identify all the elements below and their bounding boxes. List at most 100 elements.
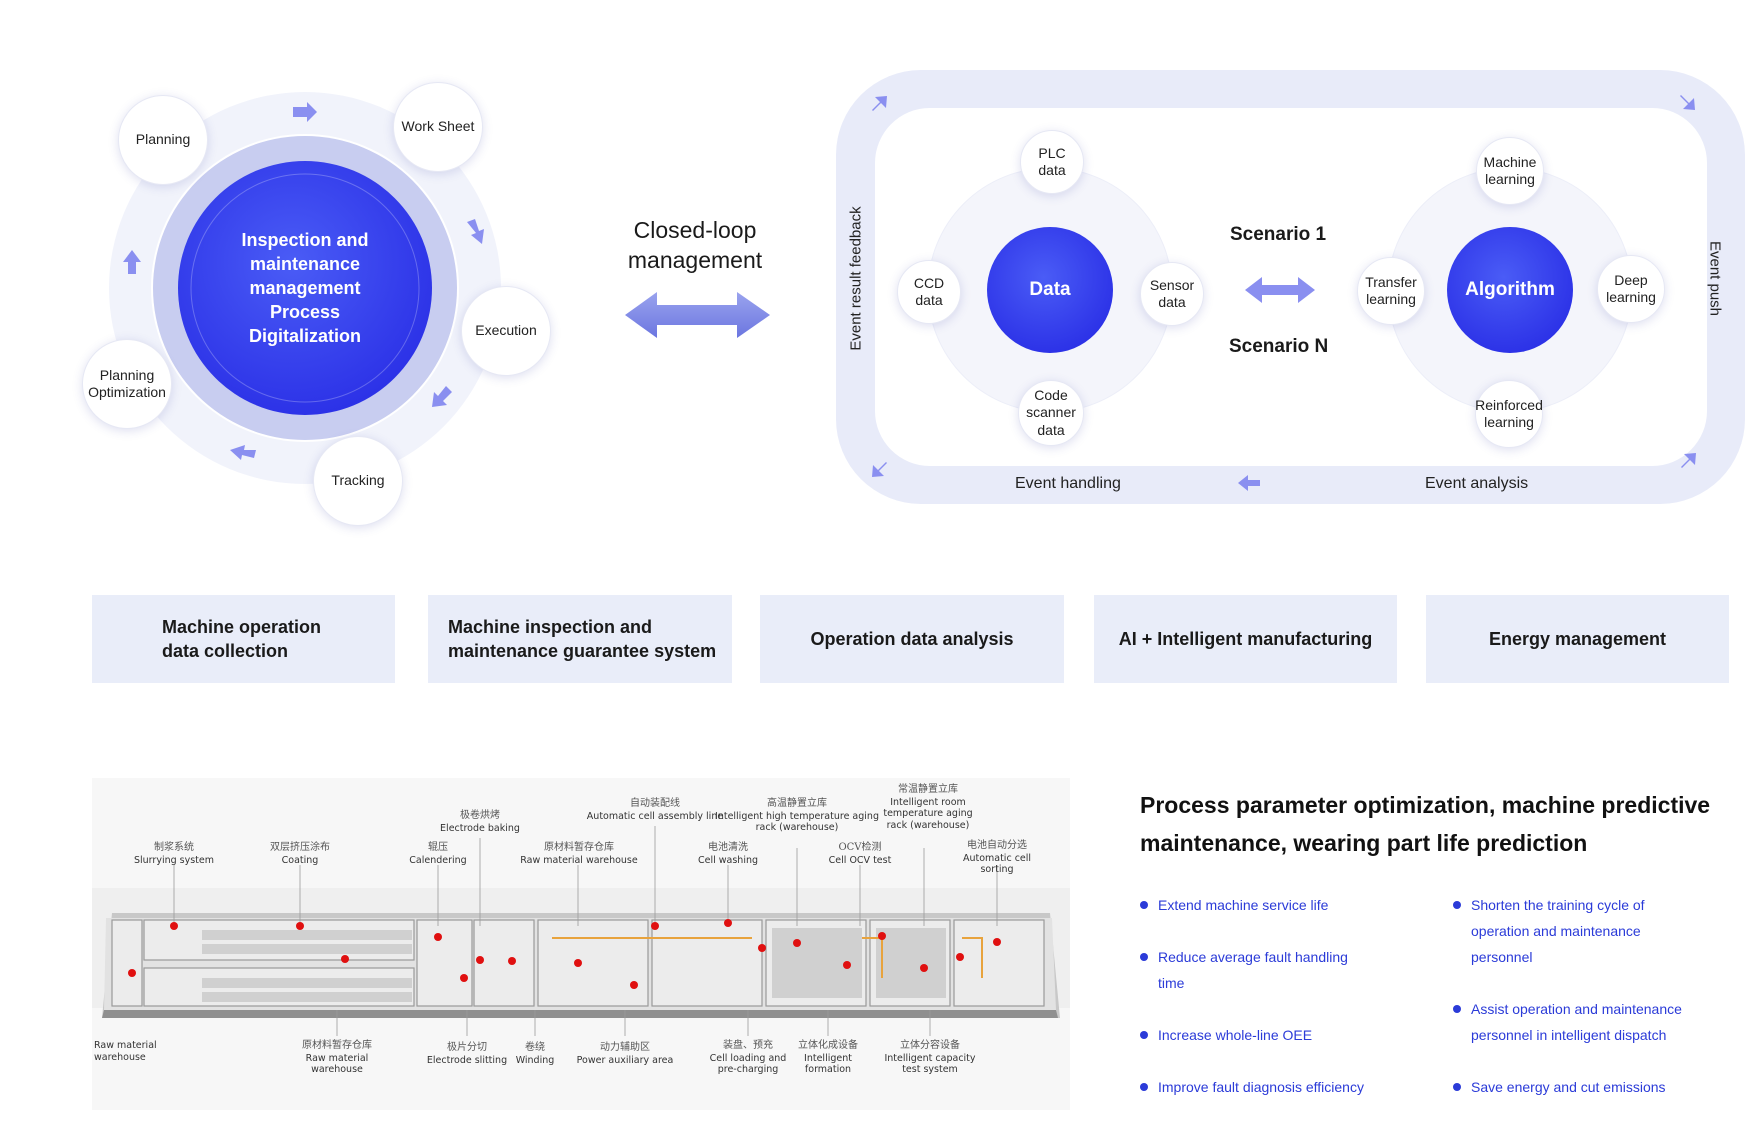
arrow-down-icon: [467, 219, 484, 244]
feature-label: Machine inspection and maintenance guara…: [448, 616, 717, 661]
double-arrow-icon: [625, 292, 770, 338]
label-zh: 常温静置立库: [898, 784, 958, 795]
label-en: Intelligent capacity test system: [884, 1052, 976, 1076]
label-en: Intelligent high temperature aging rack …: [715, 810, 879, 834]
label-en: Power auxiliary area: [576, 1054, 674, 1066]
feature-label: Energy management: [1488, 628, 1667, 649]
label-zh: 制浆系统: [154, 842, 194, 853]
arrow-down-right-icon: [1680, 95, 1695, 110]
label-en: Electrode slitting: [426, 1054, 508, 1066]
label-zh: 原材料暂存仓库: [302, 1040, 372, 1051]
benefit-reduce-fault-time: Reduce average fault handling time: [1140, 944, 1448, 996]
label-zh: 装盘、预充: [723, 1040, 773, 1051]
scenario-1-label: Scenario 1: [1230, 224, 1327, 245]
node-ccd-data: CCD data: [897, 260, 961, 324]
feature-energy-management: Energy management: [1426, 595, 1729, 683]
node-execution: Execution: [461, 286, 551, 376]
arrow-down-left-icon: [432, 386, 452, 407]
label-en: Electrode baking: [440, 822, 520, 834]
label-en: Cell OCV test: [828, 854, 892, 866]
event-result-feedback-label: Event result feedback: [847, 206, 865, 351]
label-zh: 电池自动分选: [967, 840, 1027, 851]
node-planning-optimization: Planning Optimization: [82, 339, 172, 429]
arrow-left-icon: [230, 445, 256, 460]
node-work-sheet: Work Sheet: [393, 82, 483, 172]
benefit-shorten-training: Shorten the training cycle of operation …: [1453, 892, 1755, 970]
label-en: Automatic cell assembly line: [586, 810, 724, 822]
data-center: Data: [1029, 279, 1071, 300]
feature-operation-data-analysis: Operation data analysis: [760, 595, 1064, 683]
feature-inspection-maintenance: Machine inspection and maintenance guara…: [428, 595, 732, 683]
algorithm-center: Algorithm: [1465, 279, 1555, 300]
scenario-n-label: Scenario N: [1229, 336, 1329, 357]
arrow-left-icon: [1238, 475, 1260, 491]
event-push-label: Event push: [1706, 240, 1724, 317]
label-en: Intelligent room temperature aging rack …: [883, 796, 973, 832]
label-zh: 立体分容设备: [900, 1040, 960, 1051]
label-zh: 极片分切: [447, 1042, 487, 1053]
node-transfer-learning: Transfer learning: [1357, 257, 1425, 325]
label-en: Coating: [281, 854, 319, 866]
benefit-save-energy: Save energy and cut emissions: [1453, 1074, 1755, 1100]
label-zh: 自动装配线: [630, 798, 680, 809]
label-en: Raw material warehouse: [305, 1052, 369, 1076]
factory-markers: [128, 919, 1001, 989]
benefit-extend-life: Extend machine service life: [1140, 892, 1448, 918]
node-code-scanner-data: Code scanner data: [1018, 380, 1084, 446]
arrow-up-icon: [123, 250, 141, 274]
label-en: Cell washing: [697, 854, 759, 866]
node-sensor-data: Sensor data: [1140, 262, 1204, 326]
label-zh: 立体化成设备: [798, 1040, 858, 1051]
event-analysis-label: Event analysis: [1425, 475, 1529, 492]
feature-ai-manufacturing: AI + Intelligent manufacturing: [1094, 595, 1397, 683]
label-zh: 极卷烘烤: [460, 810, 500, 821]
process-cycle-ring: [109, 92, 501, 484]
label-zh: 原材料暂存仓库: [544, 842, 614, 853]
label-en: Intelligent formation: [804, 1052, 852, 1076]
node-reinforced-learning: Reinforced learning: [1475, 380, 1543, 448]
label-zh: 高温静置立库: [767, 798, 827, 809]
label-zh: 辊压: [428, 842, 448, 853]
label-en: Cell loading and pre-charging: [709, 1052, 787, 1076]
label-en: Slurrying system: [133, 854, 214, 866]
closed-loop-label: Closed-loop management: [627, 217, 763, 273]
feature-machine-data-collection: Machine operation data collection: [92, 595, 395, 683]
benefit-fault-diagnosis: Improve fault diagnosis efficiency: [1140, 1074, 1448, 1100]
feature-label: Operation data analysis: [810, 628, 1014, 649]
label-zh: 动力辅助区: [600, 1042, 650, 1053]
node-tracking: Tracking: [313, 436, 403, 526]
factory-floor-plan: [92, 826, 1070, 1036]
node-planning: Planning: [118, 95, 208, 185]
event-handling-label: Event handling: [1015, 475, 1121, 492]
node-deep-learning: Deep learning: [1597, 255, 1665, 323]
label-zh: 双层挤压涂布: [270, 842, 330, 853]
label-en: Calendering: [409, 854, 467, 866]
benefit-intelligent-dispatch: Assist operation and maintenance personn…: [1453, 996, 1755, 1048]
node-plc-data: PLC data: [1020, 130, 1084, 194]
label-zh: 电池清洗: [708, 842, 748, 853]
arrow-down-left-icon: [1681, 453, 1696, 468]
arrow-up-right-icon: [872, 96, 887, 111]
label-en: Raw material warehouse: [94, 1040, 157, 1063]
factory-label-raw-warehouse-bottom: Raw material warehouse: [94, 1040, 174, 1064]
feature-label: AI + Intelligent manufacturing: [1118, 628, 1373, 649]
scenario-double-arrow-icon: [1245, 277, 1315, 303]
benefits-title: Process parameter optimization, machine …: [1140, 792, 1711, 856]
label-en: Winding: [515, 1054, 555, 1066]
feature-label: Machine operation data collection: [162, 616, 322, 661]
